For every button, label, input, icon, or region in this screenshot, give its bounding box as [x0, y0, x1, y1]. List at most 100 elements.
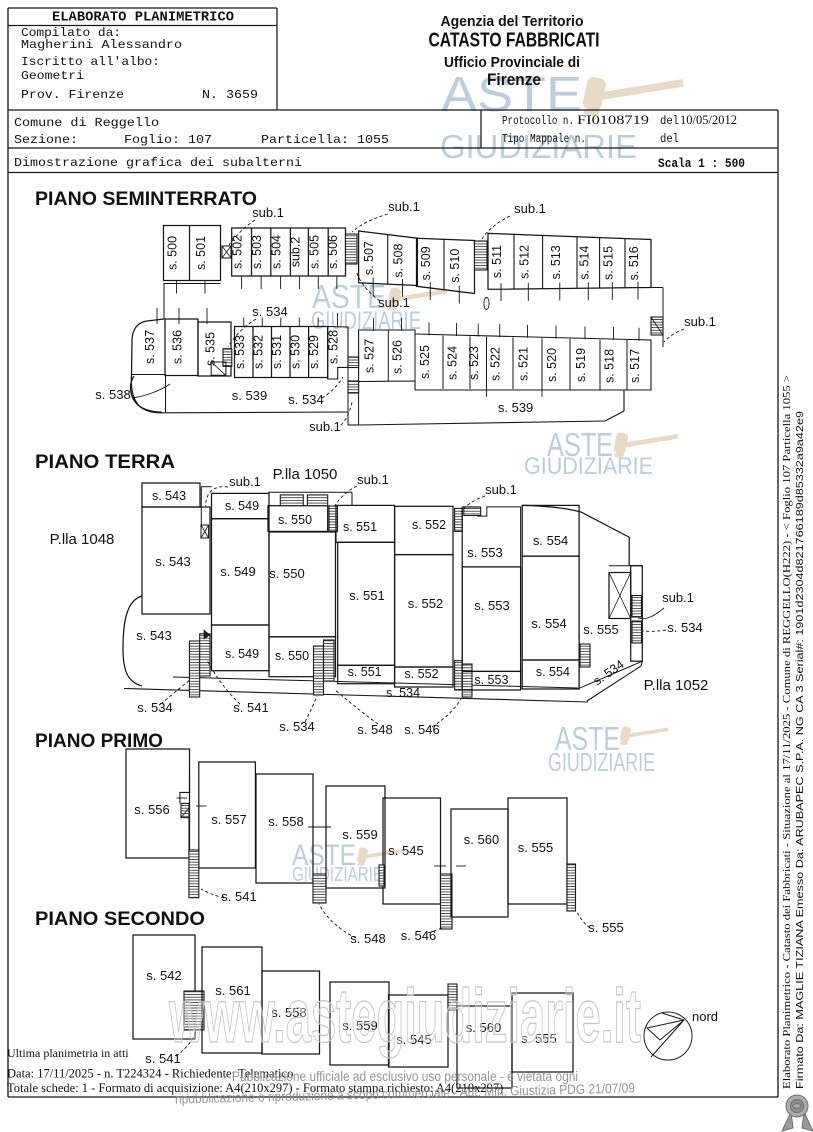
svg-text:s. 556: s. 556 [134, 802, 169, 817]
svg-text:sub.1: sub.1 [485, 482, 517, 497]
svg-text:s. 548: s. 548 [350, 931, 385, 946]
svg-text:s. 530: s. 530 [288, 335, 302, 369]
svg-text:nord: nord [692, 1009, 718, 1024]
svg-text:Elaborato Planimetrico - Catas: Elaborato Planimetrico - Catasto dei Fab… [781, 375, 793, 1089]
svg-text:s. 543: s. 543 [155, 554, 190, 569]
svg-text:s. 551: s. 551 [343, 520, 377, 534]
svg-text:del: del [660, 114, 679, 128]
svg-text:s. 543: s. 543 [152, 489, 186, 503]
svg-text:Foglio: 107: Foglio: 107 [124, 133, 212, 147]
svg-text:s. 538: s. 538 [95, 387, 130, 402]
svg-text:s. 553: s. 553 [474, 673, 508, 687]
svg-text:s. 512: s. 512 [517, 245, 531, 279]
svg-text:Firmato Da: MAGLIE TIZIANA Eme: Firmato Da: MAGLIE TIZIANA Emesso Da: AR… [795, 410, 806, 1089]
svg-text:s. 526: s. 526 [391, 340, 405, 374]
svg-text:s. 549: s. 549 [220, 564, 255, 579]
svg-text:Scala 1 : 500: Scala 1 : 500 [658, 157, 745, 171]
svg-text:Pubblicazione ufficiale ad esc: Pubblicazione ufficiale ad esclusivo uso… [232, 1069, 578, 1084]
svg-text:PIANO SEMINTERRATO: PIANO SEMINTERRATO [35, 189, 257, 210]
svg-text:s. 521: s. 521 [517, 347, 531, 381]
svg-text:s. 543: s. 543 [136, 628, 171, 643]
svg-text:Agenzia del Territorio: Agenzia del Territorio [441, 13, 584, 30]
svg-text:s. 555: s. 555 [583, 622, 618, 637]
svg-text:s. 517: s. 517 [628, 349, 642, 383]
svg-text:s. 508: s. 508 [392, 244, 406, 278]
svg-text:s. 554: s. 554 [531, 616, 566, 631]
svg-text:s. 546: s. 546 [404, 722, 439, 737]
svg-text:Sezione:: Sezione: [14, 133, 78, 147]
svg-text:Comune di Reggello: Comune di Reggello [14, 116, 159, 130]
svg-text:s. 555: s. 555 [518, 840, 553, 855]
svg-text:sub.2: sub.2 [288, 237, 302, 268]
svg-text:s. 506: s. 506 [326, 235, 340, 269]
svg-text:s. 552: s. 552 [412, 518, 446, 532]
svg-text:s. 548: s. 548 [357, 722, 392, 737]
svg-text:PIANO SECONDO: PIANO SECONDO [35, 909, 205, 930]
svg-text:s. 529: s. 529 [307, 335, 321, 369]
svg-text:s. 551: s. 551 [348, 665, 382, 679]
svg-text:Tipo Mappale n.: Tipo Mappale n. [502, 132, 586, 146]
svg-text:s. 550: s. 550 [275, 649, 309, 663]
svg-text:GIUDIZIARIE: GIUDIZIARIE [440, 128, 637, 165]
svg-text:Ultima planimetria in atti: Ultima planimetria in atti [7, 1046, 129, 1060]
svg-text:Firenze: Firenze [487, 71, 541, 89]
svg-text:Data: 17/11/2025 - n. T224324: Data: 17/11/2025 - n. T224324 - Richiede… [7, 1067, 293, 1081]
svg-text:sub.1: sub.1 [357, 472, 389, 487]
svg-text:ASTE: ASTE [292, 839, 356, 872]
svg-text:s. 501: s. 501 [194, 236, 208, 270]
svg-text:s. 507: s. 507 [362, 241, 376, 275]
svg-text:sub.1: sub.1 [309, 419, 341, 434]
svg-text:s. 541: s. 541 [233, 700, 268, 715]
svg-text:s. 549: s. 549 [225, 647, 259, 661]
svg-text:s. 560: s. 560 [466, 1020, 501, 1035]
svg-text:s. 525: s. 525 [418, 345, 432, 379]
svg-text:s. 505: s. 505 [307, 235, 321, 269]
svg-text:ASTE: ASTE [441, 68, 582, 122]
svg-text:sub.1: sub.1 [378, 295, 410, 310]
svg-text:s. 516: s. 516 [627, 246, 641, 280]
svg-text:P.lla 1048: P.lla 1048 [50, 531, 115, 548]
svg-text:s. 527: s. 527 [363, 339, 377, 373]
svg-text:ASTE: ASTE [547, 426, 613, 463]
svg-text:s. 545: s. 545 [396, 1032, 431, 1047]
svg-text:s. 552: s. 552 [408, 596, 443, 611]
svg-text:s. 532: s. 532 [251, 335, 265, 369]
svg-text:s. 553: s. 553 [467, 545, 502, 560]
svg-text:s. 554: s. 554 [536, 665, 570, 679]
svg-text:s. 557: s. 557 [211, 812, 246, 827]
svg-text:GIUDIZIARIE: GIUDIZIARIE [524, 453, 653, 480]
svg-text:CATASTO FABBRICATI: CATASTO FABBRICATI [429, 30, 600, 52]
svg-text:s. 523: s. 523 [467, 346, 481, 380]
svg-text:s. 555: s. 555 [521, 1031, 556, 1046]
svg-text:s. 558: s. 558 [268, 814, 303, 829]
svg-text:Iscritto all'albo:: Iscritto all'albo: [21, 55, 160, 69]
svg-text:s. 531: s. 531 [270, 335, 284, 369]
svg-text:s. 535: s. 535 [204, 332, 218, 366]
svg-text:s. 542: s. 542 [146, 968, 181, 983]
svg-text:P.lla 1052: P.lla 1052 [644, 677, 709, 694]
svg-text:s. 520: s. 520 [545, 348, 559, 382]
svg-text:Protocollo n.: Protocollo n. [502, 114, 574, 128]
svg-text:s. 522: s. 522 [489, 347, 503, 381]
svg-text:s. 559: s. 559 [342, 827, 377, 842]
svg-text:s. 536: s. 536 [171, 330, 185, 364]
svg-text:s. 549: s. 549 [225, 499, 259, 513]
svg-text:s. 561: s. 561 [215, 983, 250, 998]
svg-text:s. 511: s. 511 [490, 245, 504, 278]
svg-text:Magherini Alessandro: Magherini Alessandro [21, 38, 182, 52]
svg-text:sub.1: sub.1 [514, 201, 546, 216]
svg-text:www.astegiudiziarie.it: www.astegiudiziarie.it [168, 974, 641, 1059]
svg-text:P.lla 1050: P.lla 1050 [273, 466, 338, 483]
svg-text:N. 3659: N. 3659 [202, 88, 258, 102]
svg-text:s. 534: s. 534 [386, 686, 420, 700]
svg-text:s. 555: s. 555 [588, 920, 623, 935]
svg-text:s. 560: s. 560 [464, 832, 499, 847]
svg-text:s. 502: s. 502 [231, 235, 245, 269]
svg-text:10/05/2012: 10/05/2012 [680, 112, 737, 127]
svg-text:s. 545: s. 545 [388, 843, 423, 858]
svg-text:Prov. Firenze: Prov. Firenze [21, 88, 124, 102]
svg-text:s. 558: s. 558 [271, 1005, 306, 1020]
svg-text:s. 503: s. 503 [250, 235, 264, 269]
svg-text:s. 553: s. 553 [474, 598, 509, 613]
svg-text:sub.1: sub.1 [388, 199, 420, 214]
